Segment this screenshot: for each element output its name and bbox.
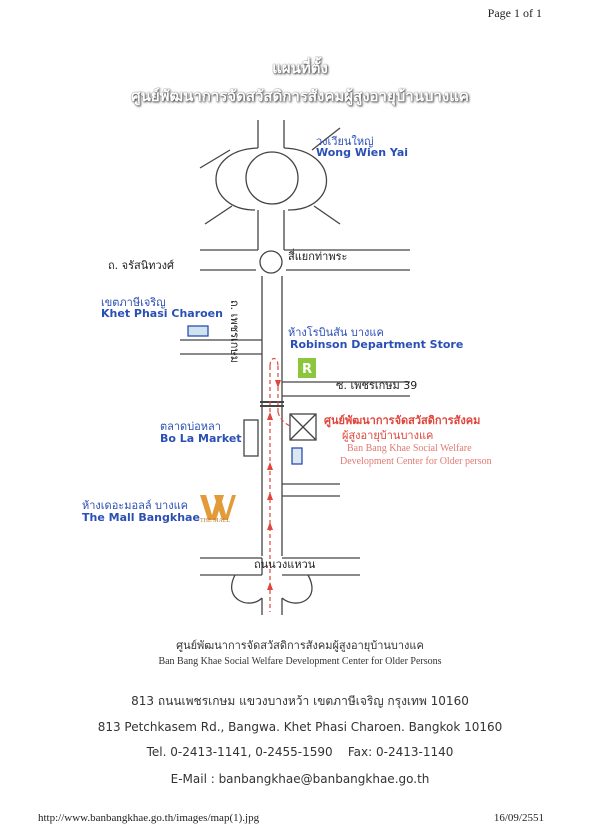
road-edge	[311, 127, 341, 225]
phetkasem-road-label: ถ. เพชรเกษม	[228, 300, 241, 363]
roundabout-inner	[245, 151, 299, 205]
bola-market-en: Bo La Market	[160, 432, 242, 445]
ring-road-label: ถนนวงแหวน	[254, 558, 316, 571]
robinson-logo	[298, 358, 316, 378]
phone-fax: Tel. 0-2413-1141, 0-2455-1590 Fax: 0-241…	[146, 745, 454, 759]
center-label-en-2: Development Center for Older person	[340, 456, 492, 467]
center-name-th: ศูนย์พัฒนาการจัดสวัสดิการสังคมผู้สูงอายุ…	[176, 639, 424, 652]
the-mall-th: ห้างเดอะมอลล์ บางแค	[82, 499, 189, 512]
robinson-logo-mark: R	[302, 362, 312, 377]
address-en: 813 Petchkasem Rd., Bangwa. Khet Phasi C…	[97, 720, 503, 734]
building-center-cross	[289, 413, 317, 441]
building-center	[289, 413, 317, 441]
the-mall-logo	[200, 495, 236, 520]
the-mall-en: The Mall Bangkhae	[82, 511, 200, 524]
the-mall-logo-text: THE MALL	[200, 518, 231, 524]
center-label-th-2: ผู้สูงอายุบ้านบางแค	[342, 429, 434, 442]
tha-phra-junction: สี่แยกท่าพระ	[288, 250, 348, 263]
building-bola	[243, 419, 259, 457]
robinson-en: Robinson Department Store	[290, 338, 464, 351]
center-label-th-1: ศูนย์พัฒนาการจัดสวัสดิการสังคม	[324, 414, 481, 427]
route-map: R	[180, 120, 410, 615]
route-arrows	[267, 380, 281, 590]
interchange-loop	[281, 574, 313, 604]
building-annex	[291, 447, 303, 465]
email: E-Mail : banbangkhae@banbangkhae.go.th	[170, 772, 430, 786]
footer-date: 16/09/2551	[493, 812, 544, 824]
page-label: Page 1 of 1	[487, 6, 542, 20]
soi-39-label: ซ. เพชรเกษม 39	[336, 379, 418, 392]
roundabout-outer	[215, 147, 328, 211]
map-title: แผนที่ตั้ง	[272, 59, 328, 77]
center-name-en: Ban Bang Khae Social Welfare Development…	[158, 656, 442, 667]
center-title: ศูนย์พัฒนาการจัดสวัสดิการสังคมผู้สูงอายุ…	[131, 87, 469, 105]
road-edge	[199, 149, 233, 225]
interchange-loop	[231, 574, 263, 604]
address-th: 813 ถนนเพชรเกษม แขวงบางหว้า เขตภาษีเจริญ…	[131, 694, 469, 708]
wong-wien-yai-en: Wong Wien Yai	[316, 146, 409, 159]
charansanitwong-road: ถ. จรัสนิทวงศ์	[108, 259, 175, 272]
wong-wien-yai-th: วงเวียนใหญ่	[316, 135, 374, 148]
building-phasi	[187, 325, 209, 337]
center-label-en-1: Ban Bang Khae Social Welfare	[347, 443, 472, 454]
khet-phasi-en: Khet Phasi Charoen	[101, 307, 223, 320]
tha-phra-circle	[259, 250, 283, 274]
bola-market-th: ตลาดบ่อหลา	[160, 420, 221, 433]
robinson-th: ห้างโรบินสัน บางแค	[288, 326, 384, 339]
khet-phasi-th: เขตภาษีเจริญ	[101, 296, 166, 309]
footer-url: http://www.banbangkhae.go.th/images/map(…	[38, 812, 260, 824]
route-path	[269, 357, 291, 612]
